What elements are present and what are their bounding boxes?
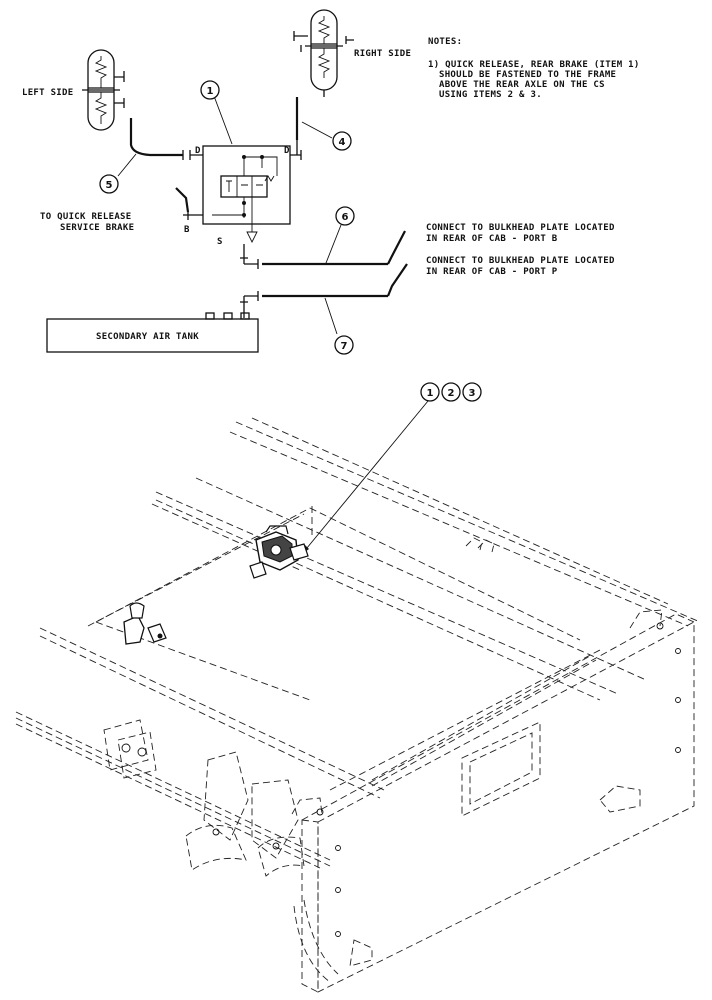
callout-4 (332, 131, 352, 151)
callout-1 (200, 80, 220, 100)
callout-7 (334, 335, 354, 355)
right-brake-chamber (293, 9, 354, 97)
tank-fittings-iso (123, 602, 167, 645)
quick-release-valve-iso (249, 525, 309, 579)
iso-callout-1: 1 (427, 388, 434, 399)
callout-1-label: 1 (207, 86, 214, 97)
notes-line-2: SHOULD BE FASTENED TO THE FRAME (439, 70, 616, 80)
callout-1-2-3 (420, 382, 482, 402)
callout-7-label: 7 (341, 341, 348, 352)
port-s: S (217, 237, 223, 247)
connect-p-line-1: CONNECT TO BULKHEAD PLATE LOCATED (426, 256, 615, 266)
callout-5 (99, 174, 119, 194)
hitch-brackets (103, 719, 305, 877)
left-side-label: LEFT SIDE (22, 88, 73, 98)
line-5-to-left (129, 118, 183, 157)
connect-b-line-1: CONNECT TO BULKHEAD PLATE LOCATED (426, 223, 615, 233)
tank-label: SECONDARY AIR TANK (96, 332, 199, 342)
connect-p-line-2: IN REAR OF CAB - PORT P (426, 267, 558, 277)
callout-5-label: 5 (106, 180, 113, 191)
service-brake-lead (175, 187, 190, 213)
notes-line-1: 1) QUICK RELEASE, REAR BRAKE (ITEM 1) (428, 60, 640, 70)
line-6-leader (387, 230, 406, 265)
iso-callout-2: 2 (448, 388, 455, 399)
rear-crossmember (291, 609, 695, 993)
connect-b-line-2: IN REAR OF CAB - PORT B (426, 234, 558, 244)
line-7-leader (386, 263, 408, 297)
quick-release-valve (202, 145, 291, 244)
frame-rails (15, 417, 701, 869)
notes-line-3: ABOVE THE REAR AXLE ON THE CS (439, 80, 605, 90)
quick-release-label-1: TO QUICK RELEASE (40, 212, 132, 222)
iso-callout-3: 3 (469, 388, 476, 399)
left-brake-chamber (82, 49, 125, 131)
secondary-air-tank (46, 312, 259, 353)
callout-6-label: 6 (342, 212, 349, 223)
iso-leader (301, 400, 429, 555)
notes-heading: NOTES: (428, 37, 462, 47)
notes-line-4: USING ITEMS 2 & 3. (439, 90, 542, 100)
callout-6 (335, 206, 355, 226)
right-side-label: RIGHT SIDE (354, 49, 411, 59)
callout-4-label: 4 (339, 137, 346, 148)
port-d-left: D (195, 146, 201, 156)
port-d-right: D (284, 146, 290, 156)
port-b: B (184, 225, 190, 235)
quick-release-label-2: SERVICE BRAKE (60, 223, 134, 233)
